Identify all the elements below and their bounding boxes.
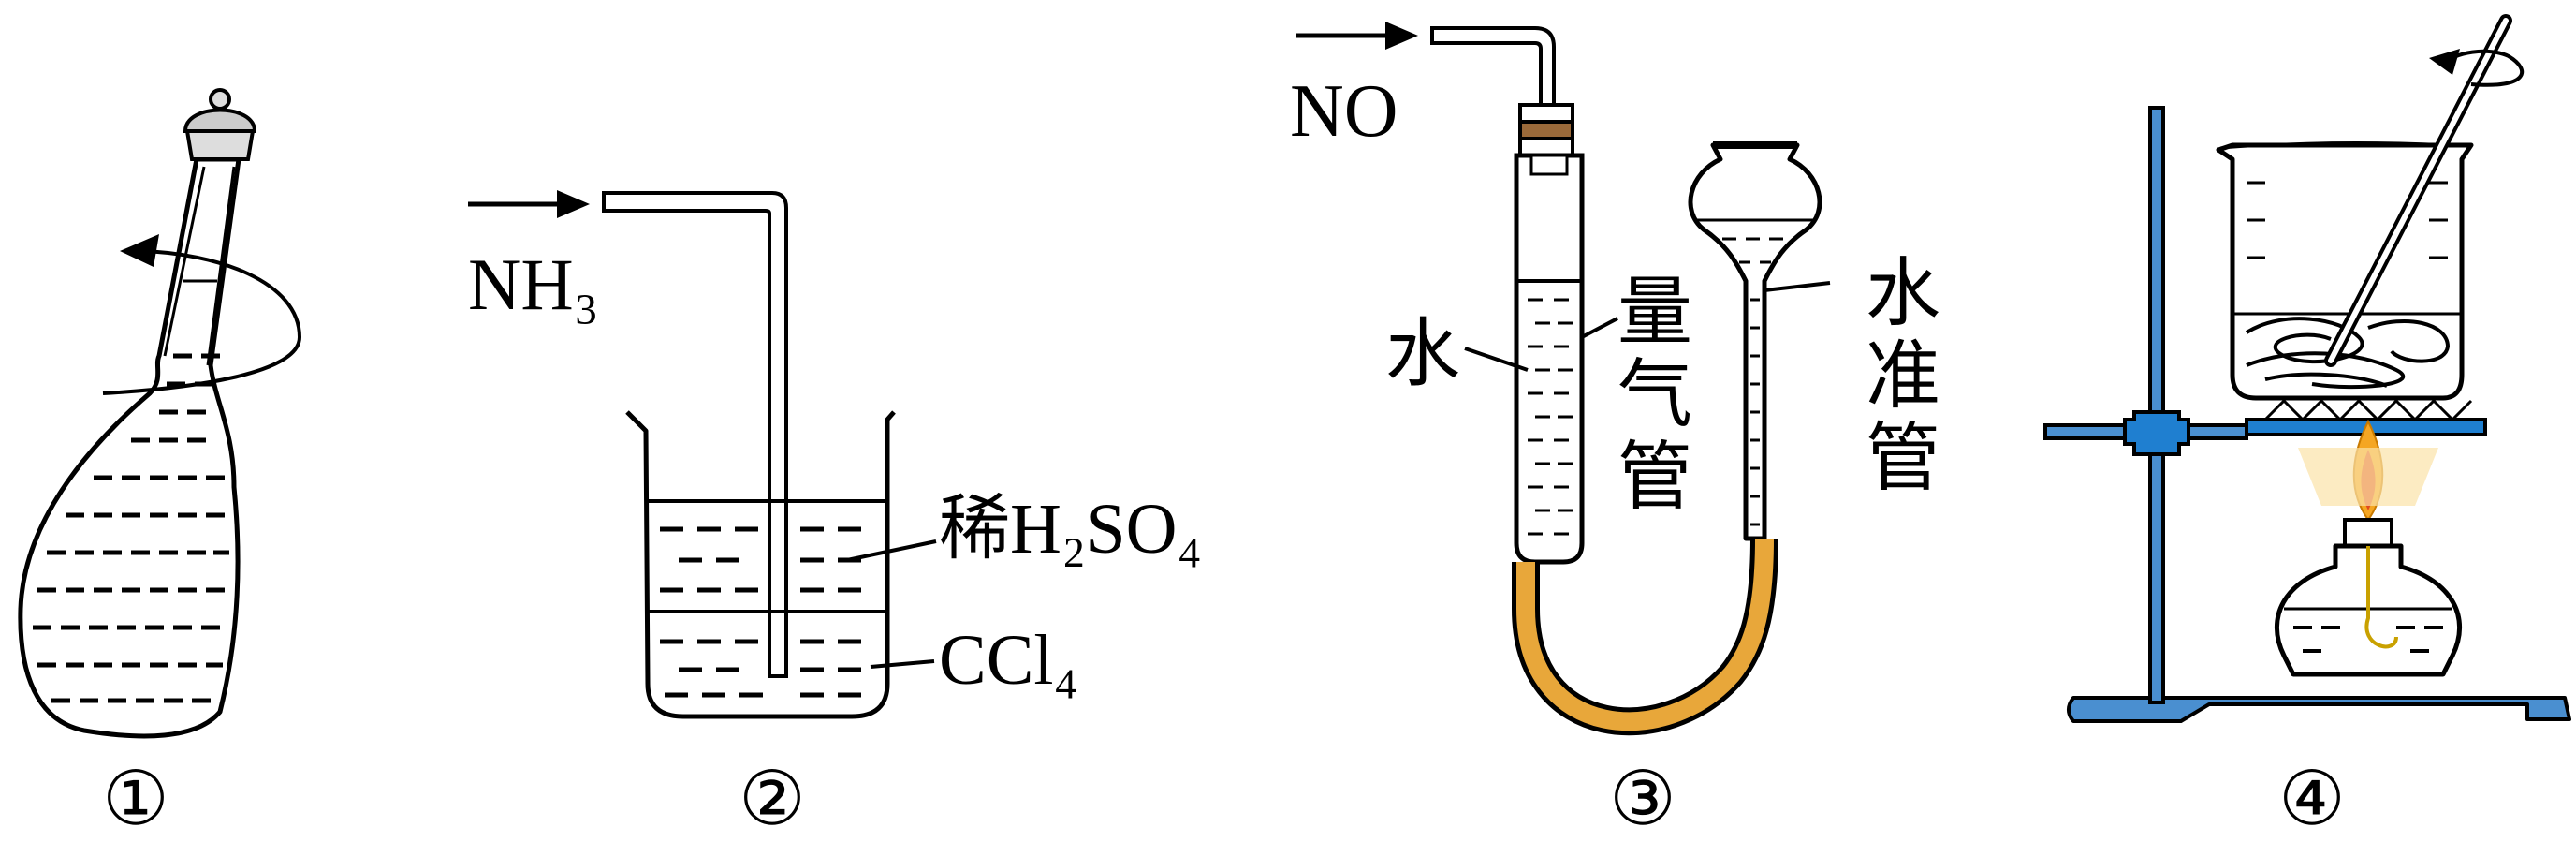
flask-stopper — [183, 88, 257, 161]
gas-flow-arrow-icon — [1296, 22, 1418, 50]
wire-gauze — [2263, 398, 2473, 422]
figure-caption-4: ④ — [2278, 759, 2346, 841]
leveling-tube-label: 水准管 — [1854, 253, 1938, 500]
delivery-tube — [602, 191, 788, 678]
rotation-arrow-icon — [102, 234, 302, 395]
gas-burette-label: 量气管 — [1606, 272, 1690, 519]
inlet-tube — [1430, 26, 1556, 112]
gas-burette — [1514, 153, 1585, 565]
funnel-water — [1722, 237, 1783, 526]
boss-clamp — [2123, 410, 2190, 456]
volumetric-flask-apparatus: ① — [18, 88, 302, 841]
lamp-wick — [2364, 546, 2398, 649]
stand-base — [2067, 696, 2571, 723]
gas-label-nh3: NH₃ — [468, 244, 599, 325]
figure-caption-1: ① — [102, 759, 169, 841]
heating-apparatus: ④ — [2043, 14, 2571, 841]
lamp-wick-holder — [2343, 518, 2393, 548]
stand-rod — [2148, 106, 2165, 704]
ammonia-absorption-apparatus: NH₃ 稀H₂SO₄ CCl₄ ② — [468, 190, 1202, 841]
boiling-swirls — [2245, 317, 2451, 390]
gas-measuring-apparatus: NO 水 量气管 水准管 ③ — [1290, 22, 1938, 841]
figure-caption-3: ③ — [1609, 759, 1676, 841]
glass-stirring-rod — [2328, 18, 2509, 363]
flame-icon — [2298, 419, 2438, 522]
leveling-funnel — [1688, 142, 1822, 541]
figure-caption-2: ② — [739, 759, 806, 841]
lower-layer-label: CCl₄ — [939, 621, 1078, 700]
ccl4-layer — [660, 639, 861, 698]
beaker — [625, 410, 896, 719]
burette-water — [1528, 298, 1573, 536]
upper-layer-label: 稀H₂SO₄ — [939, 490, 1202, 569]
dilute-acid-layer — [660, 526, 861, 593]
stir-arrow-icon — [2429, 49, 2525, 87]
water-label: 水 — [1385, 314, 1460, 396]
gas-label-no: NO — [1290, 70, 1398, 153]
flask-liquid — [33, 353, 229, 703]
gas-flow-arrow-icon — [468, 190, 590, 218]
flask-body — [18, 156, 242, 739]
